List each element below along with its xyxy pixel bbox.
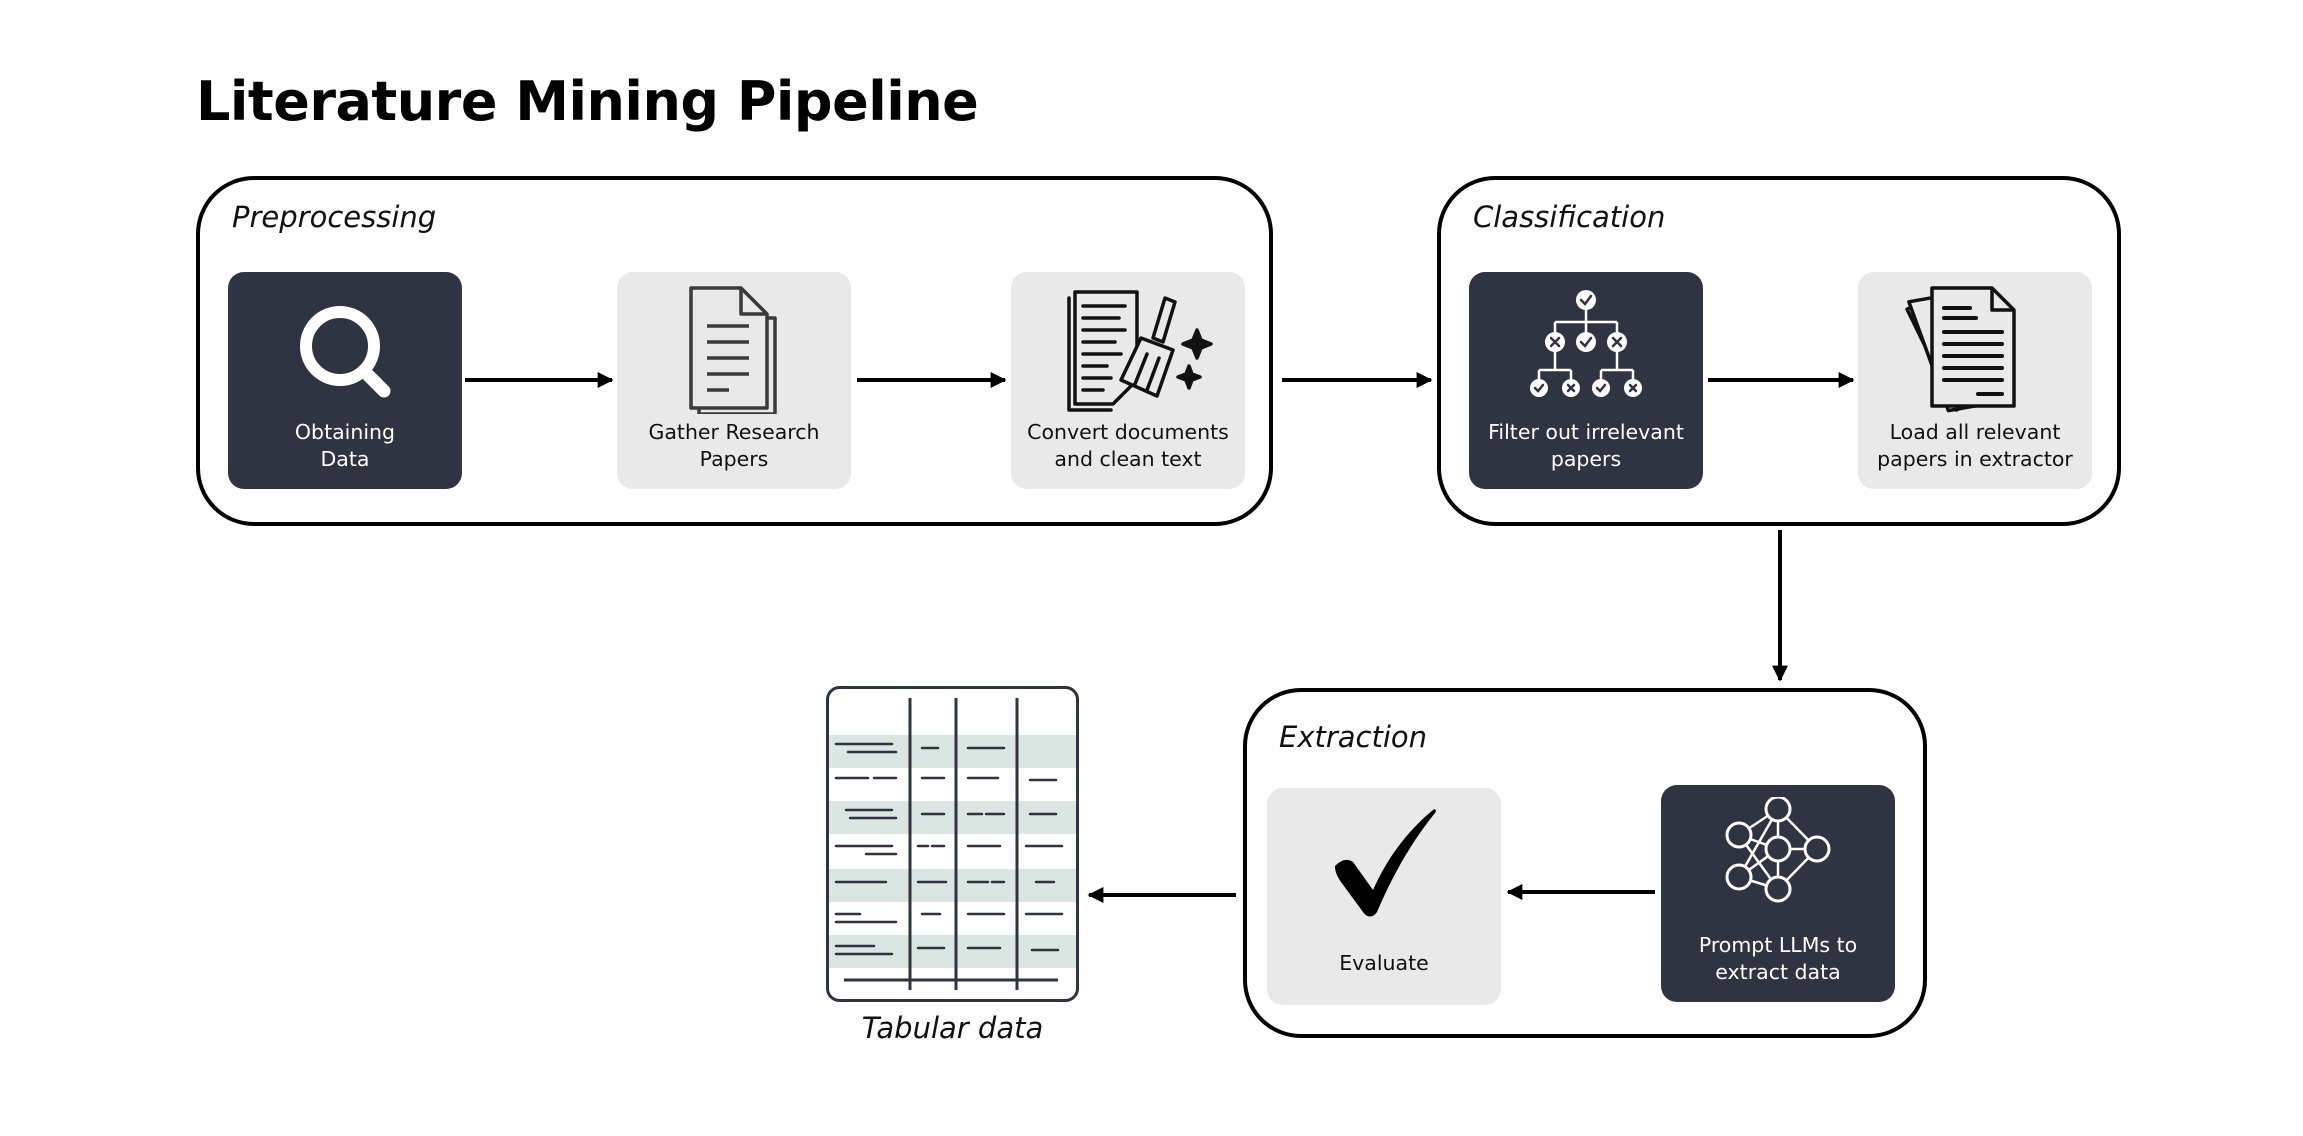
step-load-relevant-papers: Load all relevant papers in extractor xyxy=(1858,272,2092,489)
step-label: Prompt LLMs to extract data xyxy=(1698,933,1858,984)
group-label-preprocessing: Preprocessing xyxy=(232,200,437,234)
group-label-classification: Classification xyxy=(1473,200,1666,234)
decision-tree-icon xyxy=(1530,290,1642,397)
tabular-data-output xyxy=(826,686,1079,1002)
step-label: Convert documents and clean text xyxy=(1027,420,1229,471)
step-convert-documents: Convert documents and clean text xyxy=(1011,272,1245,489)
step-evaluate: Evaluate xyxy=(1267,788,1501,1005)
document-stack-icon xyxy=(1905,286,2016,413)
step-prompt-llms: Prompt LLMs to extract data xyxy=(1661,785,1895,1002)
tabular-data-caption: Tabular data xyxy=(861,1011,1044,1045)
document-broom-icon xyxy=(1067,290,1213,412)
step-label: Gather Research Papers xyxy=(648,420,820,471)
checkmark-icon xyxy=(1335,809,1436,917)
step-filter-irrelevant: Filter out irrelevant papers xyxy=(1469,272,1703,489)
table-icon xyxy=(826,686,1079,1002)
magnifier-icon xyxy=(300,306,391,398)
step-gather-research-papers: Gather Research Papers xyxy=(617,272,851,489)
step-label: Obtaining Data xyxy=(294,420,396,471)
step-label: Filter out irrelevant papers xyxy=(1488,420,1684,471)
step-obtaining-data: Obtaining Data xyxy=(228,272,462,489)
page-title: Literature Mining Pipeline xyxy=(196,70,979,133)
step-label: Evaluate xyxy=(1339,951,1429,975)
group-label-extraction: Extraction xyxy=(1279,720,1428,754)
neural-network-icon xyxy=(1725,797,1831,903)
document-icon xyxy=(689,286,777,414)
step-label: Load all relevant papers in extractor xyxy=(1877,420,2073,471)
